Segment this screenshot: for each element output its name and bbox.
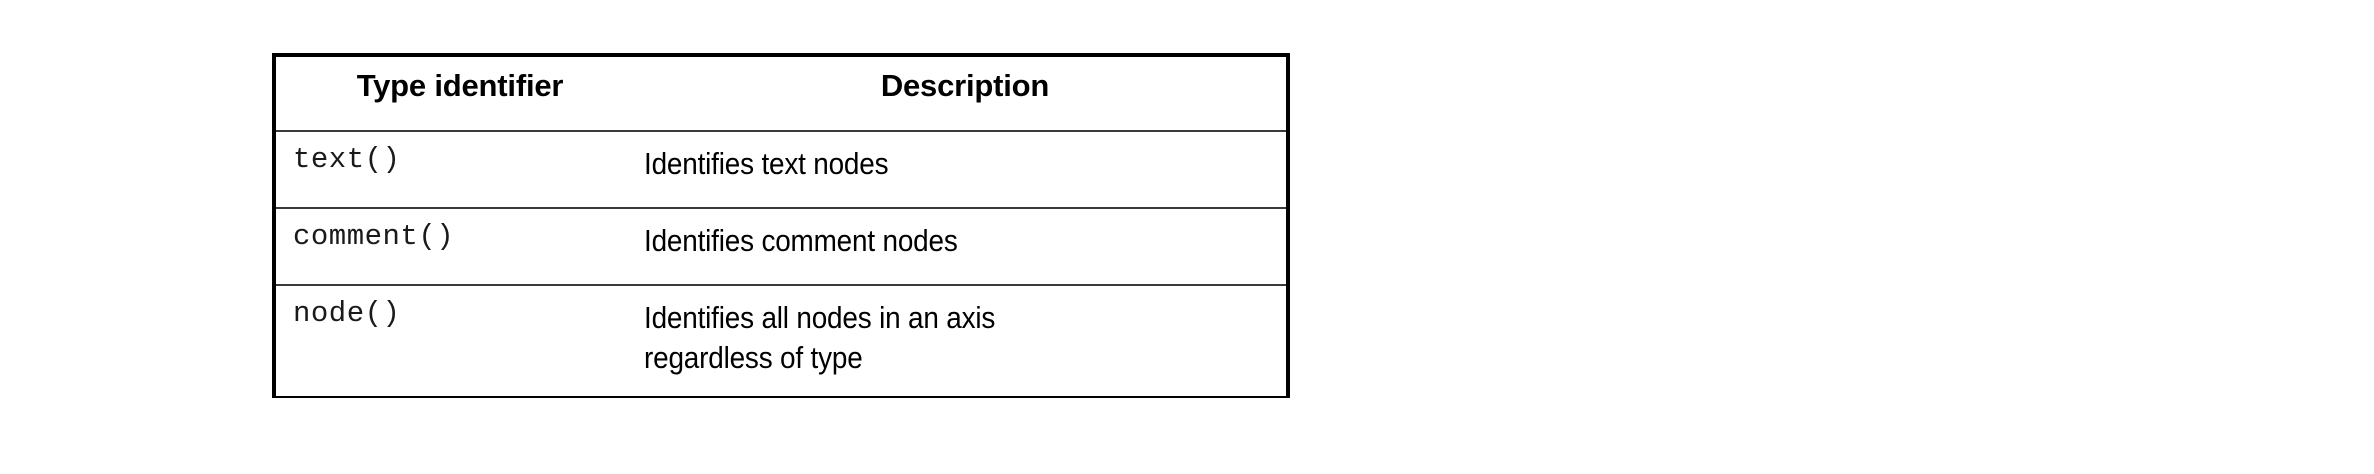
column-header-type-identifier: Type identifier: [276, 57, 627, 132]
table-row: node() Identifies all nodes in an axis r…: [276, 285, 1286, 396]
cell-description: Identifies comment nodes: [627, 208, 1286, 286]
cell-inner: Type identifier: [276, 57, 627, 104]
table: Type identifier Description text(): [276, 57, 1286, 396]
description-value: Identifies all nodes in an axis regardle…: [644, 298, 1222, 379]
table-row: text() Identifies text nodes: [276, 131, 1286, 209]
description-line: Identifies comment nodes: [644, 223, 958, 258]
description-value: Identifies comment nodes: [644, 221, 1222, 261]
type-identifier-value: comment(): [293, 220, 455, 253]
cell-inner: comment(): [276, 209, 627, 253]
cell-type-identifier: comment(): [276, 208, 627, 286]
cell-inner: Description: [627, 57, 1286, 104]
type-identifier-value: text(): [293, 143, 401, 176]
table-row: comment() Identifies comment nodes: [276, 208, 1286, 286]
column-header-description-label: Description: [880, 68, 1050, 103]
cell-inner: Identifies comment nodes: [627, 209, 1286, 261]
type-identifier-value: node(): [293, 297, 401, 330]
description-value: Identifies text nodes: [644, 144, 1222, 184]
cell-type-identifier: node(): [276, 285, 627, 396]
type-identifier-table: Type identifier Description text(): [272, 53, 1290, 398]
description-line: Identifies all nodes in an axis: [644, 300, 996, 335]
column-header-description: Description: [627, 57, 1286, 132]
cell-type-identifier: text(): [276, 131, 627, 209]
cell-inner: Identifies all nodes in an axis regardle…: [627, 286, 1286, 379]
cell-description: Identifies all nodes in an axis regardle…: [627, 285, 1286, 396]
table-header-row: Type identifier Description: [276, 57, 1286, 132]
description-line: Identifies text nodes: [644, 146, 889, 181]
cell-inner: node(): [276, 286, 627, 330]
cell-inner: Identifies text nodes: [627, 132, 1286, 184]
description-line: regardless of type: [644, 340, 863, 376]
cell-inner: text(): [276, 132, 627, 176]
cell-description: Identifies text nodes: [627, 131, 1286, 209]
column-header-type-identifier-label: Type identifier: [356, 68, 564, 103]
